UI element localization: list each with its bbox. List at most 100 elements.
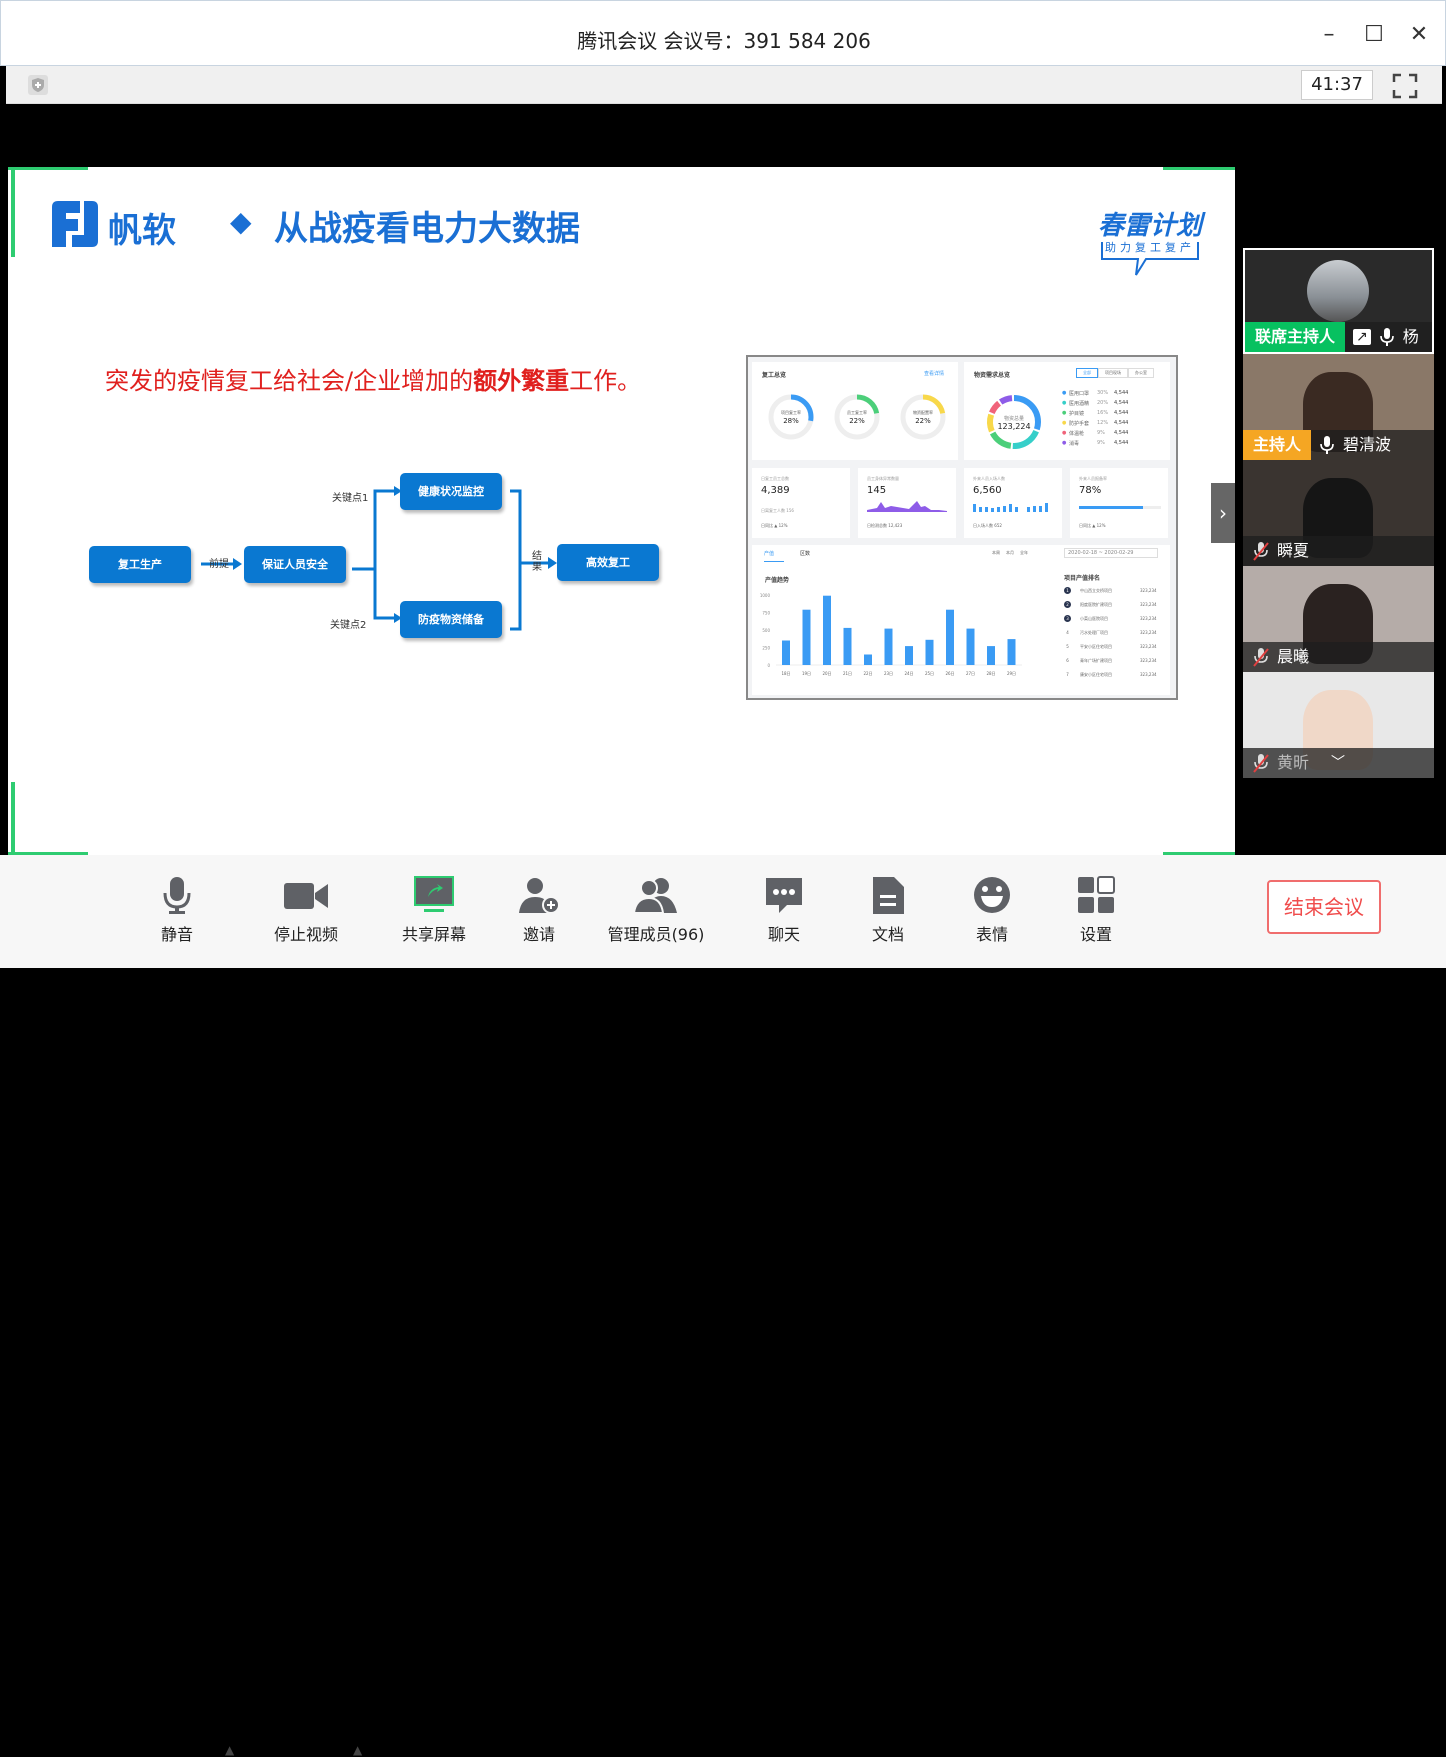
rank-name: 污水处理厂项目 — [1080, 630, 1108, 635]
period-option[interactable]: 本月 — [1006, 550, 1014, 555]
participant-tile[interactable]: 晨曦 — [1243, 566, 1434, 672]
participant-tile[interactable]: 联席主持人↗杨 — [1243, 248, 1434, 354]
legend-value: 4,544 — [1114, 430, 1129, 436]
supplies-tab[interactable]: 全部 — [1076, 368, 1098, 378]
x-tick-label: 27日 — [966, 671, 975, 676]
mute-button[interactable]: 静音 — [132, 875, 222, 945]
kpi-value: 145 — [867, 485, 887, 496]
rank-name: 中山西立交桥项目 — [1080, 588, 1112, 593]
smiley-icon — [974, 877, 1010, 913]
invite-button[interactable]: 邀请 — [494, 875, 584, 945]
rank-value: 323,234 — [1140, 602, 1157, 607]
bar — [946, 609, 954, 665]
manage-members-button[interactable]: 管理成员(96) — [601, 875, 711, 945]
video-options-caret[interactable]: ▲ — [353, 1743, 363, 1757]
participant-role-badge: 联席主持人 — [1245, 322, 1346, 352]
microphone-icon — [163, 877, 191, 914]
fullscreen-icon[interactable] — [1392, 73, 1418, 99]
rank-number: 1 — [1064, 587, 1071, 594]
diamond-icon: ◆ — [230, 205, 252, 238]
progress-ring — [834, 394, 880, 440]
rank-number: 5 — [1064, 643, 1071, 650]
share-screen-button[interactable]: 共享屏幕 — [389, 875, 479, 945]
bar — [823, 595, 831, 665]
x-tick-label: 20日 — [822, 671, 831, 676]
close-button[interactable]: ✕ — [1409, 22, 1429, 47]
y-tick-label: 250 — [762, 646, 770, 651]
emoji-button[interactable]: 表情 — [947, 875, 1037, 945]
chat-icon — [766, 878, 802, 913]
avatar — [1307, 260, 1369, 322]
period-option[interactable]: 本周 — [992, 550, 1000, 555]
ring-value: 22% — [915, 417, 931, 425]
output-tab[interactable]: 产值 — [764, 551, 775, 557]
flow-label-result: 结果 — [532, 551, 542, 573]
legend-pct: 20% — [1097, 400, 1109, 406]
chat-button[interactable]: 聊天 — [739, 875, 829, 945]
output-tab[interactable]: 区数 — [800, 551, 811, 557]
rank-name: 青年广场扩建项目 — [1080, 658, 1112, 663]
supplies-donut — [986, 395, 1041, 449]
x-tick-label: 23日 — [884, 671, 893, 676]
ring-value: 28% — [783, 417, 799, 425]
participant-tile[interactable]: 黄昕﹀ — [1243, 672, 1434, 778]
documents-button[interactable]: 文档 — [843, 875, 933, 945]
kpi-value: 78% — [1079, 485, 1102, 496]
screen-sharing-icon: ↗ — [1353, 329, 1371, 345]
kpi-label: 日复工员工总数 — [761, 476, 789, 481]
minimize-button[interactable]: – — [1323, 22, 1335, 47]
legend-name: 医用口罩 — [1069, 391, 1090, 397]
flow-label-key2: 关键点2 — [330, 620, 367, 631]
document-icon — [873, 877, 904, 914]
ring-label: 物资配置率 — [913, 410, 933, 415]
x-tick-label: 26日 — [945, 671, 954, 676]
settings-button[interactable]: 设置 — [1051, 875, 1141, 945]
legend-dot: ● — [1062, 420, 1067, 426]
legend-value: 4,544 — [1114, 390, 1129, 396]
supplies-tab[interactable]: 办公室 — [1128, 368, 1154, 378]
legend-value: 4,544 — [1114, 440, 1129, 446]
next-page-arrow[interactable]: › — [1211, 483, 1235, 543]
participant-tile[interactable]: 主持人碧清波 — [1243, 354, 1434, 460]
ring-label: 员工复工率 — [847, 410, 867, 415]
stop-video-button[interactable]: 停止视频 — [261, 875, 351, 945]
kpi-label: 外来人员报备率 — [1079, 476, 1107, 481]
chevron-down-icon[interactable]: ﹀ — [1331, 755, 1346, 771]
fanruan-logo-icon — [52, 201, 98, 247]
members-icon — [632, 878, 677, 914]
bar — [802, 609, 811, 665]
supplies-tab[interactable]: 项目现场 — [1098, 368, 1128, 378]
bar — [782, 640, 790, 665]
legend-pct: 12% — [1097, 420, 1109, 426]
date-range-picker[interactable]: 2020-02-18 ~ 2020-02-29 — [1064, 548, 1158, 558]
microphone-icon — [1320, 436, 1334, 454]
kpi-footer: 日入场人数 652 — [973, 523, 1002, 528]
legend-pct: 30% — [1097, 390, 1109, 396]
participant-name-bar: 晨曦 — [1243, 642, 1434, 672]
bar — [843, 627, 852, 665]
participant-tile[interactable]: 瞬夏 — [1243, 460, 1434, 566]
kpi-footer: 日同比 ▲ 12% — [761, 523, 788, 528]
participant-name: 碧清波 — [1343, 435, 1392, 454]
kpi-sparkline — [867, 501, 947, 512]
shield-icon[interactable] — [26, 73, 50, 97]
bar — [966, 628, 975, 665]
donut-slice — [987, 395, 1041, 449]
legend-value: 4,544 — [1114, 410, 1129, 416]
legend-value: 4,544 — [1114, 400, 1129, 406]
kpi-progress-fill — [1079, 506, 1143, 509]
y-tick-label: 0 — [767, 663, 770, 668]
audio-options-caret[interactable]: ▲ — [225, 1743, 235, 1757]
rank-name: 康安小区住宅项目 — [1080, 672, 1112, 677]
maximize-button[interactable]: ☐ — [1364, 22, 1384, 47]
x-tick-label: 18日 — [781, 671, 790, 676]
legend-name: 护目镜 — [1069, 411, 1085, 417]
end-meeting-button[interactable]: 结束会议 — [1267, 880, 1381, 934]
period-option[interactable]: 全年 — [1020, 550, 1028, 555]
legend-dot: ● — [1062, 410, 1067, 416]
legend-dot: ● — [1062, 440, 1067, 446]
legend-pct: 9% — [1097, 440, 1105, 446]
view-details-link[interactable]: 查看详情 — [924, 371, 945, 377]
